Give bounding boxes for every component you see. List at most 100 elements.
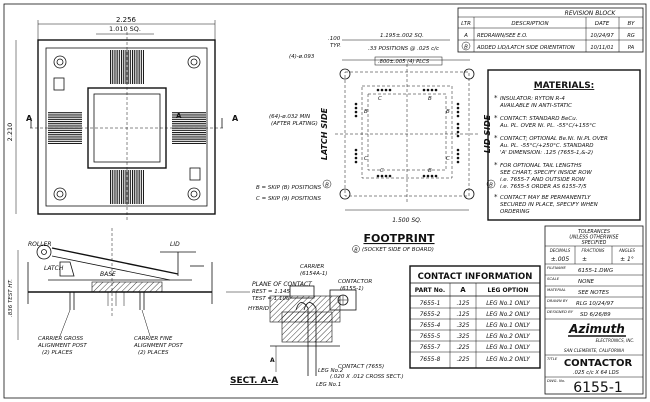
fp-rev-right: B bbox=[489, 183, 493, 189]
rev-header-by: BY bbox=[627, 21, 635, 27]
side-test-ht: .836 TEST HT. bbox=[8, 279, 14, 317]
socket-outline bbox=[37, 39, 216, 215]
tb-designed-label: DESIGNED BY bbox=[547, 309, 574, 314]
ci-r5-a: .225 bbox=[457, 345, 470, 351]
tb-material-label: MATERIAL bbox=[547, 287, 566, 292]
tb-decimals: DECIMALS bbox=[550, 248, 571, 253]
fp-c-bottom: C bbox=[380, 168, 384, 174]
section-mark-left: A bbox=[26, 114, 33, 123]
side-latch: LATCH bbox=[44, 265, 64, 272]
table-row: 7655-5 .325 LEG No.2 ONLY bbox=[420, 334, 531, 340]
mat-bullet-2: * bbox=[494, 114, 498, 122]
tb-drawn: RLG 10/24/97 bbox=[576, 301, 614, 307]
tb-angles: ANGLES bbox=[618, 248, 636, 253]
ci-r6-part: 7655-8 bbox=[420, 357, 441, 363]
fp-pads-bottom bbox=[376, 174, 438, 178]
mat-bullet-3: * bbox=[494, 134, 498, 142]
sect-contact-sect: (.020 X .012 CROSS SECT.) bbox=[330, 374, 404, 380]
fp-b-top: B bbox=[428, 96, 432, 102]
tb-ang-val: ± 1° bbox=[620, 256, 634, 263]
ci-r5-part: 7655-7 bbox=[420, 345, 441, 351]
tb-dec-val: ±.005 bbox=[551, 256, 570, 263]
ci-r2-part: 7655-2 bbox=[420, 312, 441, 318]
fp-pads-left bbox=[354, 102, 358, 164]
ci-r3-part: 7655-4 bbox=[420, 323, 441, 329]
section-title: SECT. A-A bbox=[230, 376, 278, 386]
ci-header-leg: LEG OPTION bbox=[488, 287, 529, 294]
ci-r1-part: 7655-1 bbox=[420, 301, 441, 307]
table-row: 7655-8 .225 LEG No.2 ONLY bbox=[420, 357, 531, 363]
mat-bullet-1: * bbox=[494, 94, 498, 102]
fp-positions: .33 POSITIONS @ .025 c/c bbox=[368, 46, 439, 52]
ci-header-part: PART No. bbox=[415, 287, 445, 294]
rev-a-by: RG bbox=[627, 33, 635, 39]
rev-header-ltr: LTR bbox=[461, 21, 471, 27]
mat-bullet-5: * bbox=[494, 193, 498, 201]
materials-title: MATERIALS: bbox=[534, 81, 595, 91]
company-logo: Azimuth bbox=[568, 322, 626, 337]
fp-latch-side: LATCH SIDE bbox=[320, 107, 329, 160]
tb-title-sub: .025 c/c X 64 LDS bbox=[573, 370, 620, 376]
tb-title: CONTACTOR bbox=[564, 358, 633, 369]
ci-r5-leg: LEG No.1 ONLY bbox=[486, 345, 530, 351]
ci-r1-leg: LEG No.1 ONLY bbox=[486, 301, 530, 307]
rev-header-desc: DESCRIPTION bbox=[511, 21, 548, 27]
fp-hole: (4)-ø.093 bbox=[289, 54, 315, 60]
tb-material: SEE NOTES bbox=[578, 290, 609, 296]
ci-r6-leg: LEG No.2 ONLY bbox=[486, 357, 530, 363]
sect-rest: REST = 1.145 bbox=[252, 289, 290, 295]
footprint-title: FOOTPRINT bbox=[363, 232, 435, 245]
ci-r2-leg: LEG No.2 ONLY bbox=[486, 312, 530, 318]
sect-contact: CONTACT (7655) bbox=[338, 364, 384, 370]
side-roller: ROLLER bbox=[28, 241, 52, 248]
fp-c-left: C bbox=[364, 156, 368, 162]
sect-leg1: LEG No.1 bbox=[316, 382, 341, 388]
tb-drawn-label: DRAWN BY bbox=[547, 298, 568, 303]
contact-information-table: CONTACT INFORMATION PART No. A LEG OPTIO… bbox=[409, 265, 541, 369]
table-row: 7655-1 .125 LEG No.1 ONLY bbox=[420, 301, 531, 307]
fp-b-bottom: B bbox=[428, 168, 432, 174]
sect-carrier: CARRIER(6154A-1) bbox=[300, 264, 328, 277]
fp-mount-hole-tr bbox=[463, 68, 475, 80]
material-item-2: CONTACT: STANDARD BeCu.Au. PL. OVER Ni. … bbox=[499, 116, 596, 129]
sect-a-dim: A bbox=[270, 357, 275, 364]
ci-r4-a: .325 bbox=[457, 334, 470, 340]
fp-b-right: B bbox=[446, 109, 450, 115]
sect-hybrid: HYBRID bbox=[248, 306, 269, 312]
fp-pitch: 1.195±.002 SQ. bbox=[380, 33, 424, 39]
ci-r3-leg: LEG No.1 ONLY bbox=[486, 323, 530, 329]
fp-rev-sub: B bbox=[354, 248, 358, 254]
fp-b-left: B bbox=[364, 109, 368, 115]
ci-r6-a: .225 bbox=[457, 357, 470, 363]
tb-dwg: 6155-1 bbox=[573, 380, 623, 396]
tb-frac-val: ± bbox=[582, 256, 587, 263]
ci-r4-leg: LEG No.2 ONLY bbox=[486, 334, 530, 340]
ci-r1-a: .125 bbox=[457, 301, 470, 307]
rev-b-ltr: B bbox=[464, 45, 468, 51]
tb-title-label: TITLE bbox=[547, 356, 558, 361]
ci-header-a: A bbox=[460, 286, 466, 294]
fp-skip-b: B = SKIP (B) POSITIONS bbox=[256, 185, 322, 191]
inner-width-dim: 1.010 SQ. bbox=[109, 25, 141, 33]
fp-c-top: C bbox=[378, 96, 382, 102]
roller-icon bbox=[36, 244, 52, 260]
tb-filename-label: FILENAME bbox=[547, 265, 567, 270]
fp-pads-right bbox=[456, 102, 460, 164]
tb-fractions: FRACTIONS bbox=[582, 248, 605, 253]
revision-title: REVISION BLOCK bbox=[565, 10, 617, 17]
height-dim: 2.210 bbox=[6, 123, 14, 142]
side-base: BASE bbox=[100, 271, 116, 278]
fp-rev-left: B bbox=[325, 183, 329, 189]
sect-contactor: CONTACTOR(6155-1) bbox=[338, 279, 372, 292]
rev-a-ltr: A bbox=[463, 33, 468, 39]
fp-pad-note: (AFTER PLATING) bbox=[271, 121, 318, 127]
rev-a-date: 10/24/97 bbox=[590, 33, 614, 39]
footprint-subtitle: (SOCKET SIDE OF BOARD) bbox=[362, 247, 434, 253]
